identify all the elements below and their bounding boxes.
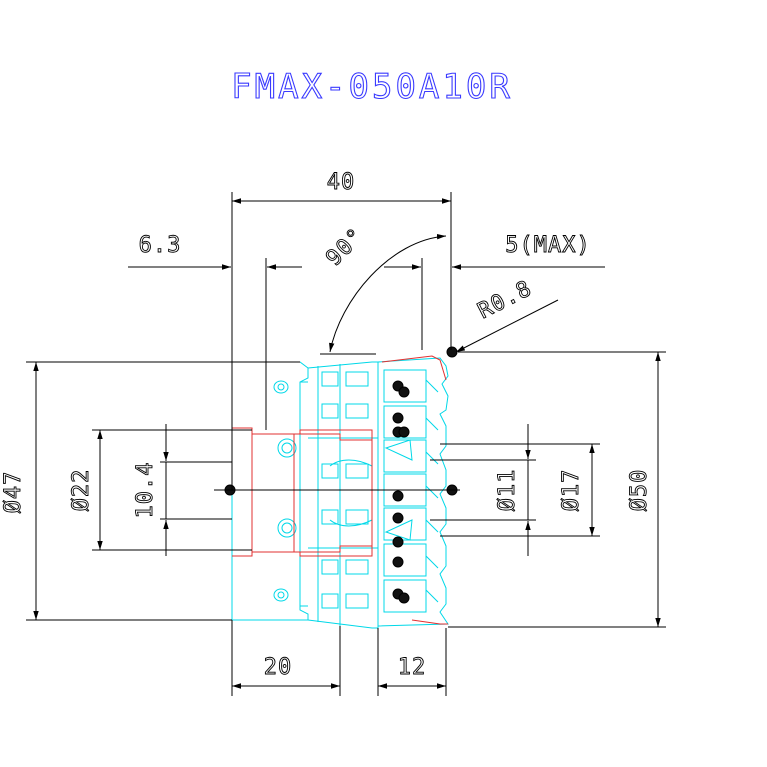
- dim-10-4: 10.4: [133, 424, 232, 556]
- dim-6-3-label: 6.3: [139, 233, 182, 258]
- dim-angle-label: 90°: [321, 223, 369, 271]
- dim-dia-50-label: Ø50: [627, 469, 652, 512]
- screw-dots: [224, 346, 458, 604]
- dim-dia-11: Ø11: [430, 424, 536, 556]
- dim-12-label: 12: [398, 655, 427, 680]
- dim-dia-22-label: Ø22: [69, 469, 94, 512]
- dim-overall-length: 40: [231, 170, 452, 490]
- dim-10-4-label: 10.4: [133, 462, 158, 519]
- dim-dia-50: Ø50: [448, 351, 666, 628]
- drawing-title: FMAX-050A10R: [231, 67, 513, 107]
- dim-dia-17-label: Ø17: [559, 469, 584, 512]
- dim-dia-47: Ø47: [1, 361, 300, 621]
- dim-dia-17: Ø17: [440, 443, 600, 537]
- dim-20-label: 20: [264, 655, 293, 680]
- cutter-body-outline: [231, 357, 449, 629]
- dim-dia-11-label: Ø11: [495, 469, 520, 512]
- dim-dia-22: Ø22: [69, 429, 252, 551]
- dim-overall-length-label: 40: [327, 170, 356, 195]
- dim-dia-47-label: Ø47: [1, 471, 26, 514]
- dim-angle: 90°: [320, 223, 447, 355]
- dim-6-3: 6.3: [128, 233, 302, 430]
- dim-12: 12: [377, 628, 447, 696]
- dim-corner-radius: R0.8: [455, 276, 559, 353]
- center-bore-section: [232, 355, 448, 625]
- dim-corner-radius-label: R0.8: [474, 276, 536, 324]
- dim-max-depth-label: 5(MAX): [505, 233, 590, 258]
- dim-20: 20: [231, 620, 341, 696]
